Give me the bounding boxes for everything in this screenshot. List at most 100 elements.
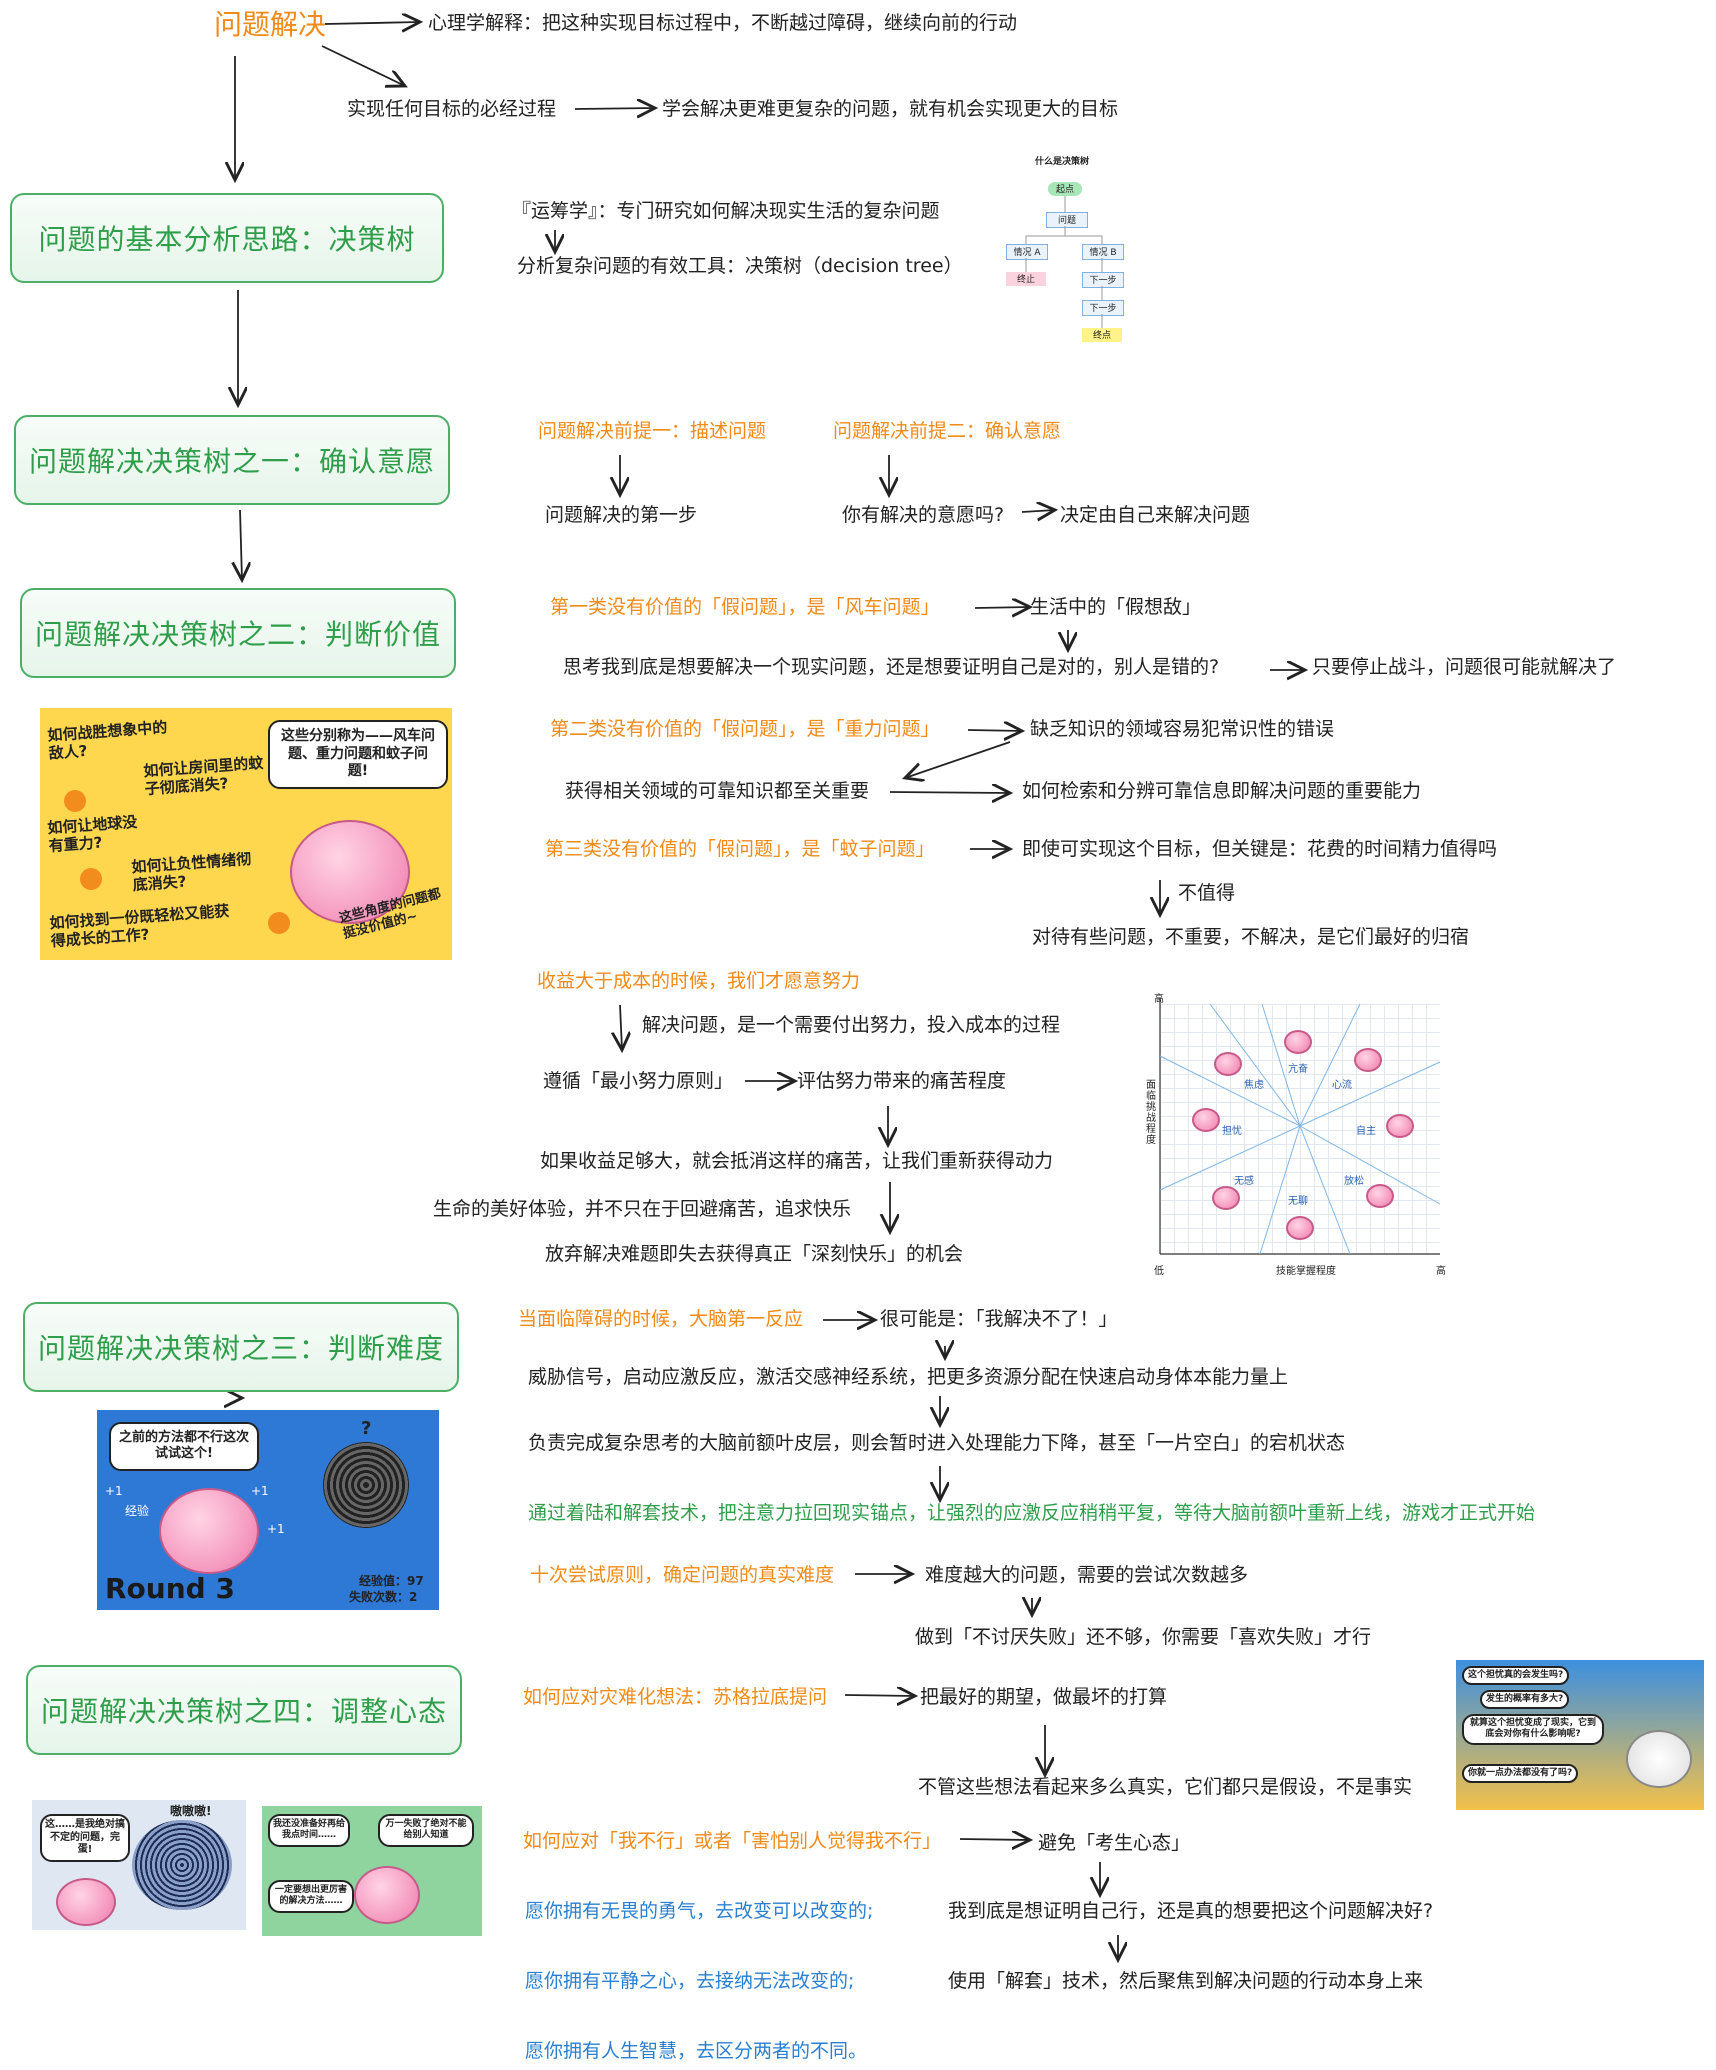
brain-icon [1212,1186,1240,1210]
decision-tree-diagram: 什么是决策树 起点 问题 情况 A 情况 B 终止 下一步 下一步 终点 [1000,150,1145,350]
panic-bubble: 这……是我绝对搞不定的问题，完蛋! [40,1814,130,1862]
try-again-bubble: 之前的方法都不行这次试试这个! [109,1422,259,1471]
premise1: 问题解决前提一：描述问题 [538,420,767,442]
question-bubble: 你就一点办法都没有了吗? [1462,1764,1579,1784]
round-label: Round 3 [105,1572,235,1605]
plus-one: +1 [267,1522,285,1536]
question-mark: ? [361,1418,372,1439]
prove-right-question: 思考我到底是想要解决一个现实问题，还是想要证明自己是对的，别人是错的? [563,656,1220,678]
x-low-label: 低 [1154,1266,1164,1277]
question-bubble: 这个担忧真的会发生吗? [1462,1666,1570,1686]
exp-value: 经验值：97 [359,1574,424,1588]
avoid-exam-mindset: 避免「考生心态」 [1038,1832,1191,1854]
flow-state-chart: 高 面临挑战程度 低 技能掌握程度 高 焦虑 亢奋 心流 担忧 自主 无感 无聊… [1146,990,1450,1280]
wish-courage: 愿你拥有无畏的勇气，去改变可以改变的; [525,1900,874,1922]
x-axis-label: 技能掌握程度 [1276,1266,1336,1277]
brain-character [354,1866,420,1924]
socratic-illustration: 这个担忧真的会发生吗? 发生的概率有多大? 就算这个担忧变成了现实，它到底会对你… [1456,1660,1704,1810]
tree-links [1025,196,1103,328]
brain-character [56,1878,116,1926]
brain-icon [1354,1048,1382,1072]
step4-box: 问题解决决策树之四：调整心态 [26,1665,462,1755]
zone-boredom: 无聊 [1288,1196,1308,1207]
unhook-technique: 使用「解套」技术，然后聚焦到解决问题的行动本身上来 [948,1970,1424,1992]
regain-motivation: 如果收益足够大，就会抵消这样的痛苦，让我们重新获得动力 [540,1150,1054,1172]
question3: 如何让地球没有重力? [46,812,138,856]
tree-case-b: 情况 B [1082,244,1124,260]
decision-tree-box: 问题的基本分析思路：决策树 [10,193,444,283]
socrates-character [1626,1730,1692,1788]
y-axis-label: 面临挑战程度 [1146,1080,1156,1146]
brain-icon [1284,1030,1312,1054]
y-high-label: 高 [1154,994,1164,1005]
self-solve-text: 决定由自己来解决问题 [1060,504,1251,526]
panic-illustration: 这……是我绝对搞不定的问题，完蛋! 嗷嗷嗷! [32,1800,246,1930]
dont-solve: 对待有些问题，不重要，不解决，是它们最好的归宿 [1032,926,1470,948]
psych-note: 心理学解释：把这种实现目标过程中，不断越过障碍，继续向前的行动 [428,12,1018,34]
prove-or-solve: 我到底是想证明自己行，还是真的想要把这个问题解决好? [948,1900,1434,1922]
zone-relaxation: 放松 [1344,1176,1364,1187]
wish-serenity: 愿你拥有平静之心，去接纳无法改变的; [525,1970,855,1992]
brain-icon [1286,1216,1314,1240]
scream-text: 嗷嗷嗷! [170,1804,212,1818]
question-bubble: 就算这个担忧变成了现实，它到底会对你有什么影响呢? [1462,1714,1604,1745]
operations-research-text: 『运筹学』：专门研究如何解决现实生活的复杂问题 [512,200,940,222]
tree-problem: 问题 [1046,212,1088,228]
decor-dot [268,912,290,934]
first-step-text: 问题解决的第一步 [545,504,698,526]
brain-icon [1366,1184,1394,1208]
tree-end: 终点 [1082,328,1122,342]
tree-case-a: 情况 A [1006,244,1048,260]
mosquito-problem: 第三类没有价值的「假问题」，是「蚊子问题」 [545,838,935,860]
thought-bubble: 一定要想出更厉害的解决方法…… [268,1880,354,1913]
catastrophizing: 如何应对灾难化想法：苏格拉底提问 [523,1686,828,1708]
fail-count: 失败次数：2 [349,1590,418,1604]
hope-best-plan-worst: 把最好的期望，做最坏的打算 [920,1686,1168,1708]
step1-box: 问题解决决策树之一：确认意愿 [14,415,450,505]
like-failure: 做到「不讨厌失败」还不够，你需要「喜欢失败」才行 [915,1626,1372,1648]
zone-apathy: 无感 [1234,1176,1254,1187]
black-hole [323,1442,409,1528]
question4: 如何让负性情绪彻底消失? [130,849,252,895]
tree-start: 起点 [1048,182,1082,196]
pain-evaluate: 评估努力带来的痛苦程度 [797,1070,1007,1092]
willingness-text: 你有解决的意愿吗? [842,504,1005,526]
gravity-problem: 第二类没有价值的「假问题」，是「重力问题」 [550,718,940,740]
zone-arousal: 亢奋 [1288,1064,1308,1075]
step3-box: 问题解决决策树之三：判断难度 [23,1302,459,1392]
decor-dot [64,790,86,812]
grounding-technique: 通过着陆和解套技术，把注意力拉回现实锚点，让强烈的应激反应稍稍平复，等待大脑前额… [528,1502,1536,1524]
good-experience: 生命的美好体验，并不只在于回避痛苦，追求快乐 [433,1198,852,1220]
prefrontal-shutdown: 负责完成复杂思考的大脑前额叶皮层，则会暂时进入处理能力下降，甚至「一片空白」的宕… [528,1432,1346,1454]
thought-bubble: 我还没准备好再给我点时间…… [268,1814,350,1847]
only-assumptions: 不管这些想法看起来多么真实，它们都只是假设，不是事实 [918,1776,1413,1798]
not-worth: 不值得 [1178,882,1236,904]
least-effort: 遵循「最小努力原则」 [543,1070,734,1092]
tree-title: 什么是决策树 [1035,157,1090,167]
zone-control: 自主 [1356,1126,1376,1137]
tree-next2: 下一步 [1082,300,1124,316]
decor-dot [80,868,102,890]
zone-flow: 心流 [1332,1080,1352,1091]
exp-label: 经验 [125,1504,150,1518]
windmill-problem: 第一类没有价值的「假问题」，是「风车问题」 [550,596,940,618]
tree-stop: 终止 [1006,272,1046,286]
wish-wisdom: 愿你拥有人生智慧，去区分两者的不同。 [525,2040,868,2062]
stop-fighting: 只要停止战斗，问题很可能就解决了 [1312,656,1617,678]
question1: 如何战胜想象中的敌人? [46,718,168,763]
plus-one: +1 [251,1484,269,1498]
result-note: 学会解决更难更复杂的问题，就有机会实现更大的目标 [662,98,1119,120]
path-note: 实现任何目标的必经过程 [347,98,557,120]
brain-icon [1386,1114,1414,1138]
decision-tree-tool-text: 分析复杂问题的有效工具：决策树（decision tree） [517,255,963,277]
question5: 如何找到一份既轻松又能获得成长的工作? [48,901,230,951]
cant-solve: 很可能是：「我解决不了！」 [880,1308,1118,1330]
speech-bubble: 这些分别称为——风车问题、重力问题和蚊子问题! [268,720,448,789]
round3-illustration: 之前的方法都不行这次试试这个! 经验 +1 +1 +1 ? Round 3 经验… [97,1410,439,1610]
effort-process: 解决问题，是一个需要付出努力，投入成本的过程 [642,1014,1061,1036]
fake-problem-illustration: 如何战胜想象中的敌人? 如何让房间里的蚊子彻底消失? 如何让地球没有重力? 如何… [40,708,452,960]
scribble-cloud [132,1820,232,1910]
brain-first-reaction: 当面临障碍的时候，大脑第一反应 [518,1308,804,1330]
more-tries: 难度越大的问题，需要的尝试次数越多 [925,1564,1249,1586]
tree-next1: 下一步 [1082,272,1124,288]
